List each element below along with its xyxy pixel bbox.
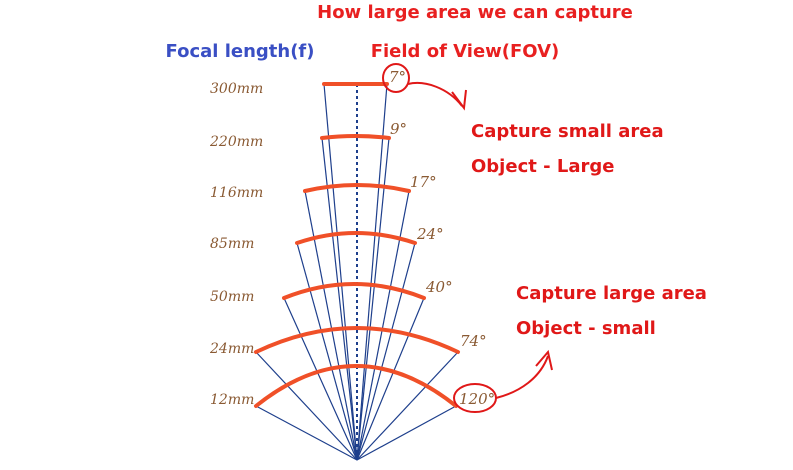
fov-arc-4 bbox=[282, 282, 426, 300]
fov-ray-5-right bbox=[356, 351, 459, 461]
fov-arc-6 bbox=[254, 364, 458, 408]
fov-ray-4-right bbox=[356, 297, 425, 461]
focal-label-116mm: 116mm bbox=[210, 185, 263, 201]
fov-ray-3-right bbox=[356, 242, 416, 461]
fov-ray-2-left bbox=[304, 190, 358, 461]
fov-arc-2 bbox=[303, 183, 411, 193]
focal-label-220mm: 220mm bbox=[209, 134, 263, 150]
angle-label-24: 24° bbox=[416, 225, 444, 243]
angle-label-17: 17° bbox=[410, 173, 437, 191]
fov-ray-2-right bbox=[356, 190, 410, 461]
focal-label-85mm: 85mm bbox=[210, 236, 254, 252]
annotation-large-line2: Object - small bbox=[516, 318, 656, 339]
annotation-large-line1: Capture large area bbox=[516, 283, 707, 304]
fov-ray-0-left bbox=[323, 83, 358, 461]
angle-label-120: 120° bbox=[459, 390, 495, 408]
fov-rays bbox=[255, 83, 459, 461]
arrow-large-area bbox=[495, 355, 549, 399]
focal-label-300mm: 300mm bbox=[210, 81, 263, 97]
fov-ray-6-right bbox=[356, 405, 457, 461]
fov-header: Field of View(FOV) bbox=[371, 41, 560, 62]
focal-label-50mm: 50mm bbox=[210, 289, 254, 305]
highlight-circle-7 bbox=[382, 63, 410, 93]
angle-label-9: 9° bbox=[390, 120, 407, 138]
focal-length-header: Focal length(f) bbox=[166, 41, 315, 62]
fov-ray-1-left bbox=[321, 137, 358, 461]
fov-ray-4-left bbox=[283, 297, 358, 461]
focal-label-24mm: 24mm bbox=[209, 341, 254, 357]
focal-label-12mm: 12mm bbox=[210, 392, 254, 408]
fov-arc-5 bbox=[254, 326, 460, 354]
angle-label-40: 40° bbox=[425, 278, 453, 296]
fov-ray-1-right bbox=[356, 137, 390, 461]
angle-label-74: 74° bbox=[460, 332, 487, 350]
fov-ray-3-left bbox=[296, 242, 358, 461]
diagram-title: How large area we can capture bbox=[317, 2, 633, 23]
fov-arcs bbox=[254, 82, 460, 408]
angle-label-7: 7° bbox=[389, 68, 406, 86]
annotation-small-line1: Capture small area bbox=[471, 121, 664, 142]
arrow-small-area-head bbox=[451, 89, 467, 111]
fov-arc-3 bbox=[295, 231, 417, 245]
arrow-large-area-head bbox=[535, 349, 553, 371]
fov-ray-5-left bbox=[255, 351, 358, 461]
annotation-small-line2: Object - Large bbox=[471, 156, 614, 177]
fov-arc-1 bbox=[320, 134, 391, 140]
fov-ray-6-left bbox=[255, 405, 358, 461]
fov-ray-0-right bbox=[356, 83, 388, 461]
